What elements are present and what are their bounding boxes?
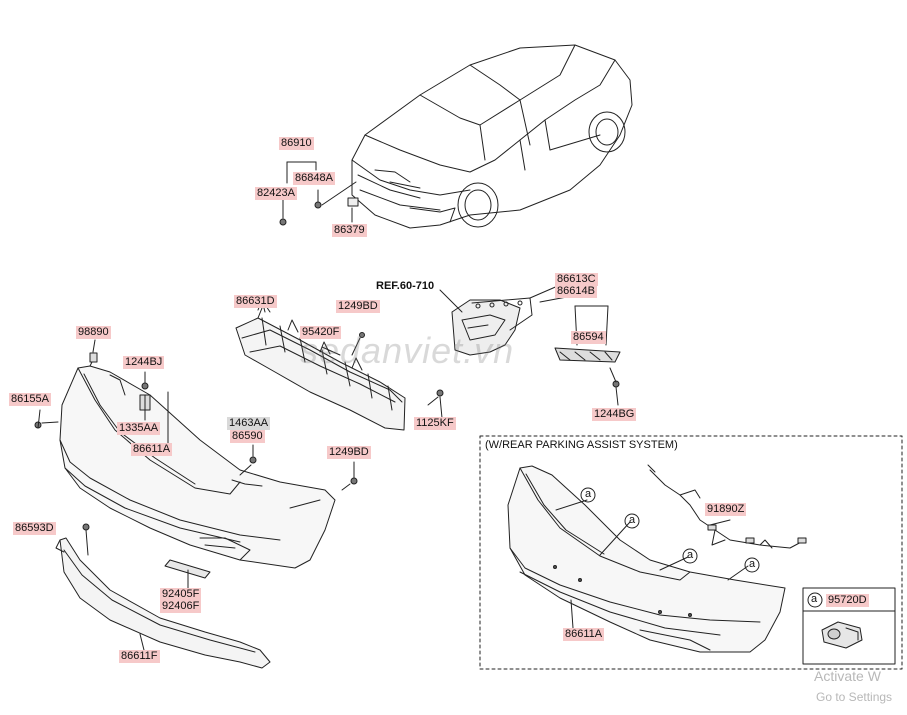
- label-82423a[interactable]: 82423A: [255, 187, 297, 200]
- label-95720d[interactable]: 95720D: [826, 594, 869, 607]
- label-86611a-box[interactable]: 86611A: [563, 628, 605, 641]
- label-86614b[interactable]: 86614B: [555, 285, 597, 298]
- wiring-harness: [647, 464, 807, 549]
- label-92406f[interactable]: 92406F: [160, 600, 202, 613]
- car-illustration: [351, 44, 633, 229]
- box-a-markers: [580, 487, 760, 573]
- label-98890[interactable]: 98890: [76, 326, 111, 339]
- label-86613c[interactable]: 86613C: [555, 273, 598, 286]
- label-1463aa[interactable]: 1463AA: [227, 417, 271, 430]
- sensor-icon: [821, 621, 863, 649]
- marker-a-1: a: [585, 488, 592, 500]
- label-86848a[interactable]: 86848A: [293, 172, 335, 185]
- legend-a-text: a: [811, 593, 818, 605]
- car-small-parts: [279, 161, 359, 226]
- label-86379[interactable]: 86379: [332, 224, 367, 237]
- bumper-cover: [59, 357, 336, 569]
- box-title: (W/REAR PARKING ASSIST SYSTEM): [485, 439, 678, 451]
- marker-a-2: a: [629, 514, 636, 526]
- side-bracket: [439, 284, 621, 406]
- bumper-fasteners: [34, 339, 358, 491]
- box-bumper: [507, 465, 786, 653]
- label-1125kf[interactable]: 1125KF: [414, 417, 456, 430]
- label-92405f[interactable]: 92405F: [160, 588, 202, 601]
- label-86631d[interactable]: 86631D: [234, 295, 277, 308]
- label-86611a[interactable]: 86611A: [131, 443, 173, 456]
- label-1244bg[interactable]: 1244BG: [592, 408, 637, 421]
- marker-a-4: a: [749, 558, 756, 570]
- watermark: sedanviet.vn: [300, 330, 515, 371]
- marker-a-3: a: [687, 549, 694, 561]
- parking-assist-box: [479, 435, 903, 670]
- label-91890z[interactable]: 91890Z: [705, 503, 747, 516]
- label-1335aa[interactable]: 1335AA: [117, 422, 161, 435]
- label-95420f[interactable]: 95420F: [300, 326, 342, 339]
- ref-label[interactable]: REF.60-710: [376, 280, 435, 292]
- label-1244bj[interactable]: 1244BJ: [123, 356, 165, 369]
- label-86593d[interactable]: 86593D: [13, 522, 56, 535]
- activate-windows-subtitle: Go to Settings: [816, 690, 893, 704]
- legend-a-circle: [807, 592, 823, 608]
- label-86611f[interactable]: 86611F: [119, 650, 160, 663]
- lower-skirt: [55, 523, 271, 669]
- label-86590[interactable]: 86590: [230, 430, 265, 443]
- label-86594[interactable]: 86594: [571, 331, 606, 344]
- label-1249bd-top[interactable]: 1249BD: [336, 300, 380, 313]
- label-1249bd-mid[interactable]: 1249BD: [327, 446, 371, 459]
- label-86155a[interactable]: 86155A: [9, 393, 51, 406]
- label-86910[interactable]: 86910: [279, 137, 314, 150]
- bumper-beam: [235, 299, 444, 431]
- activate-windows-title: Activate W: [814, 668, 881, 684]
